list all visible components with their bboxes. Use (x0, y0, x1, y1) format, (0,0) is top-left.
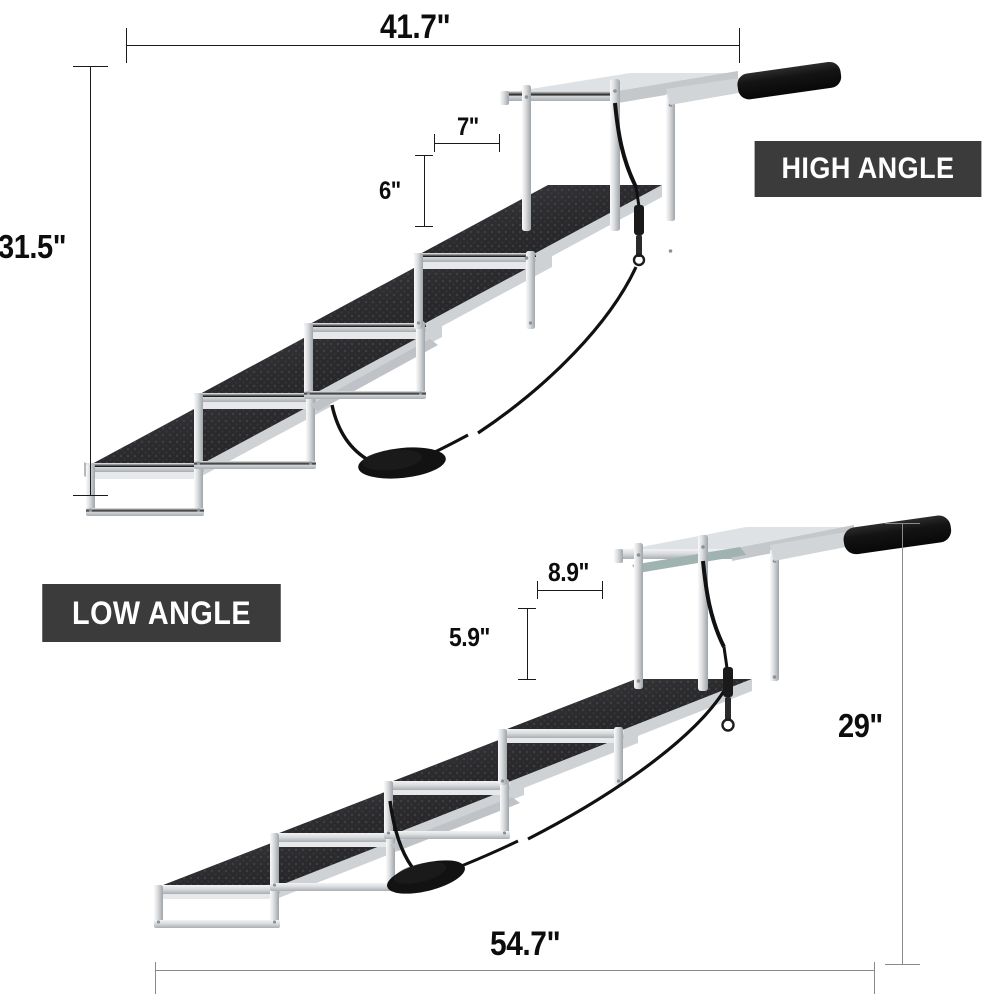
low-angle-svg (154, 515, 952, 928)
dim-cap-left-54-7 (155, 962, 156, 994)
step-frame-4 (414, 251, 536, 329)
low-strap-pad (387, 860, 465, 894)
dim-cap-top-6 (415, 155, 433, 156)
dimension-label-8-9: 8.9" (548, 557, 589, 587)
handle-grip (666, 61, 842, 105)
dim-cap-left-8-9 (537, 581, 538, 599)
dimension-label-54-7: 54.7" (490, 925, 561, 963)
high-angle-svg (84, 61, 842, 516)
step-frame-1 (86, 461, 204, 516)
dimension-label-31-5: 31.5" (0, 228, 67, 265)
dim-line-31-5 (90, 66, 91, 496)
dimension-label-5-9: 5.9" (449, 622, 490, 652)
dim-cap-left-41-7 (126, 28, 127, 63)
low-strap-buckle (721, 667, 735, 732)
dimension-label-6: 6" (379, 177, 401, 205)
dim-line-29 (902, 523, 903, 965)
dim-cap-bottom-5-9 (518, 679, 536, 680)
dim-line-54-7 (155, 970, 875, 971)
low-step-frame-4 (498, 727, 624, 785)
dim-cap-right-8-9 (602, 581, 603, 599)
high-angle-product-illustration (70, 55, 842, 525)
dim-cap-left-7 (434, 134, 435, 152)
dimension-label-29: 29" (838, 707, 883, 744)
dim-cap-top-29 (885, 523, 920, 524)
dim-line-5-9 (527, 608, 528, 680)
dim-line-8-9 (537, 590, 603, 591)
low-step-frame-1 (154, 883, 280, 928)
dim-cap-bottom-29 (885, 964, 920, 965)
dim-cap-top-5-9 (518, 608, 536, 609)
low-top-platform (614, 525, 854, 573)
dim-cap-bottom-6 (415, 226, 433, 227)
dim-cap-right-41-7 (739, 28, 740, 63)
dim-line-7 (434, 143, 500, 144)
dimension-label-7: 7" (457, 113, 479, 141)
dim-line-6 (424, 155, 425, 227)
step-frame-3 (304, 321, 426, 399)
strap-buckle (632, 205, 646, 267)
dimension-label-41-7: 41.7" (380, 8, 451, 46)
dim-cap-right-54-7 (874, 962, 875, 994)
low-handle-grip (770, 515, 952, 561)
low-angle-product-illustration (140, 505, 952, 935)
top-rail-posts (522, 79, 675, 260)
step-tread-3 (308, 255, 552, 339)
badge-high-angle-label: HIGH ANGLE (781, 152, 955, 185)
step-frame-2 (194, 339, 438, 469)
dim-cap-right-7 (499, 134, 500, 152)
badge-low-angle-label: LOW ANGLE (72, 594, 251, 631)
dim-cap-top-31-5 (73, 66, 108, 67)
low-step-frame-3 (384, 779, 510, 839)
strap-pad (358, 447, 446, 479)
dim-line-41-7 (126, 45, 740, 46)
step-tread-1 (84, 395, 330, 479)
badge-high-angle: HIGH ANGLE (754, 141, 982, 197)
badge-low-angle: LOW ANGLE (42, 584, 281, 642)
dim-cap-bottom-31-5 (73, 495, 108, 496)
